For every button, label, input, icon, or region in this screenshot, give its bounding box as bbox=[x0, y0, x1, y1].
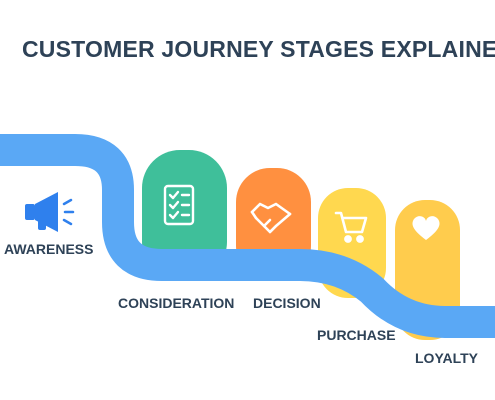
shopping-cart-icon bbox=[334, 211, 368, 243]
handshake-icon bbox=[250, 202, 292, 234]
heart-icon bbox=[412, 216, 440, 240]
stage-label-loyalty: LOYALTY bbox=[415, 350, 479, 366]
stage-label-awareness: AWARENESS bbox=[4, 241, 94, 257]
journey-path bbox=[0, 134, 495, 338]
megaphone-icon bbox=[25, 192, 75, 232]
stage-label-decision: DECISION bbox=[253, 295, 321, 311]
diagram-title: CUSTOMER JOURNEY STAGES EXPLAINED bbox=[22, 36, 495, 62]
checklist-icon bbox=[163, 184, 195, 226]
stage-label-consideration: CONSIDERATION bbox=[118, 295, 235, 311]
stage-label-purchase: PURCHASE bbox=[317, 327, 396, 343]
